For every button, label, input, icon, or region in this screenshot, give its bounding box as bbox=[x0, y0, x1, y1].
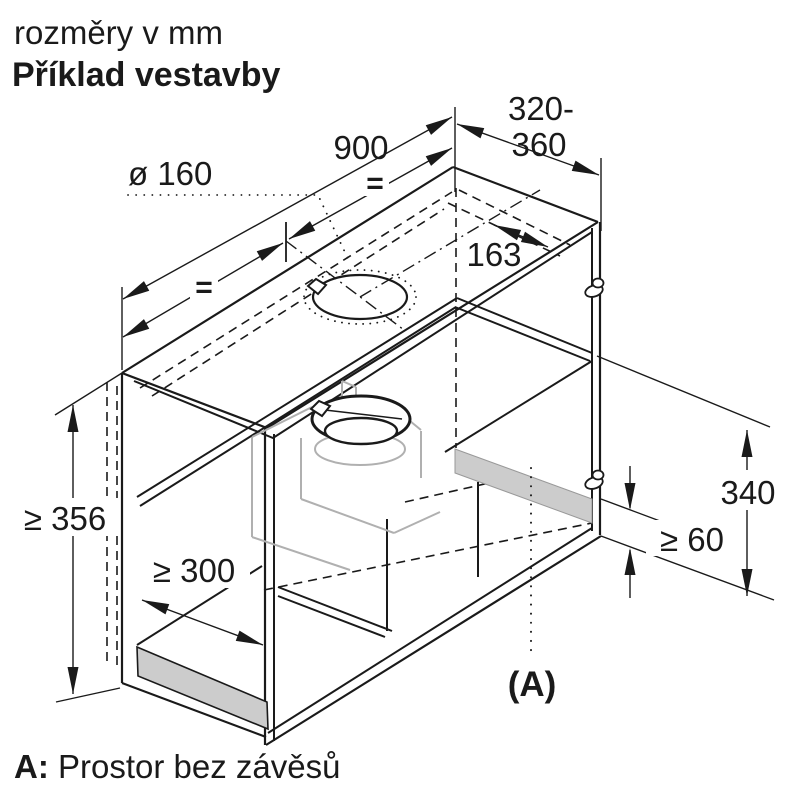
dim-60-bg bbox=[646, 520, 738, 556]
hole-tab bbox=[306, 277, 328, 296]
duct-collar bbox=[309, 394, 412, 446]
dim-340 bbox=[596, 355, 775, 601]
hinge-clearance-shading bbox=[136, 448, 593, 731]
duct-hole-top bbox=[285, 189, 541, 331]
legend-key: A: bbox=[14, 748, 49, 785]
equal-mark-right: = bbox=[366, 167, 384, 200]
page-title: Příklad vestavby bbox=[12, 56, 280, 94]
dim-width-label: 900 bbox=[333, 129, 388, 166]
hinge-icon bbox=[584, 277, 605, 298]
equal-mark-left: = bbox=[195, 271, 213, 304]
dim-depth-label-2: 360 bbox=[511, 126, 566, 163]
hinge-icon bbox=[584, 469, 605, 490]
equal-bg bbox=[190, 276, 218, 300]
collar-tab bbox=[309, 399, 332, 418]
shaded-right-wall-band bbox=[454, 448, 593, 524]
equal-bg bbox=[361, 172, 389, 196]
dim-duct-diameter-label: ø 160 bbox=[128, 155, 212, 192]
shaded-plinth-strip bbox=[136, 645, 269, 731]
dim-356-bg bbox=[12, 498, 118, 536]
hood-unit-outline bbox=[251, 380, 441, 571]
marker-a-label: (A) bbox=[508, 665, 557, 704]
dim-163-label: 163 bbox=[466, 236, 521, 273]
dim-60-label: ≥ 60 bbox=[660, 521, 724, 558]
dim-300-bg bbox=[138, 550, 250, 588]
dim-340-bg bbox=[712, 470, 784, 510]
cabinet-outline bbox=[120, 165, 602, 746]
interior-shelf bbox=[136, 297, 593, 646]
dim-300-label: ≥ 300 bbox=[153, 552, 235, 589]
dim-340-label: 340 bbox=[720, 474, 775, 511]
dim-356-label: ≥ 356 bbox=[24, 500, 106, 537]
legend-line: A: Prostor bez závěsů bbox=[14, 748, 340, 785]
dim-depth-label-1: 320- bbox=[508, 90, 574, 127]
legend-text: Prostor bez závěsů bbox=[49, 748, 341, 785]
units-note: rozměry v mm bbox=[14, 14, 223, 51]
dim-width-900 bbox=[121, 107, 456, 370]
dim-356 bbox=[54, 372, 123, 703]
